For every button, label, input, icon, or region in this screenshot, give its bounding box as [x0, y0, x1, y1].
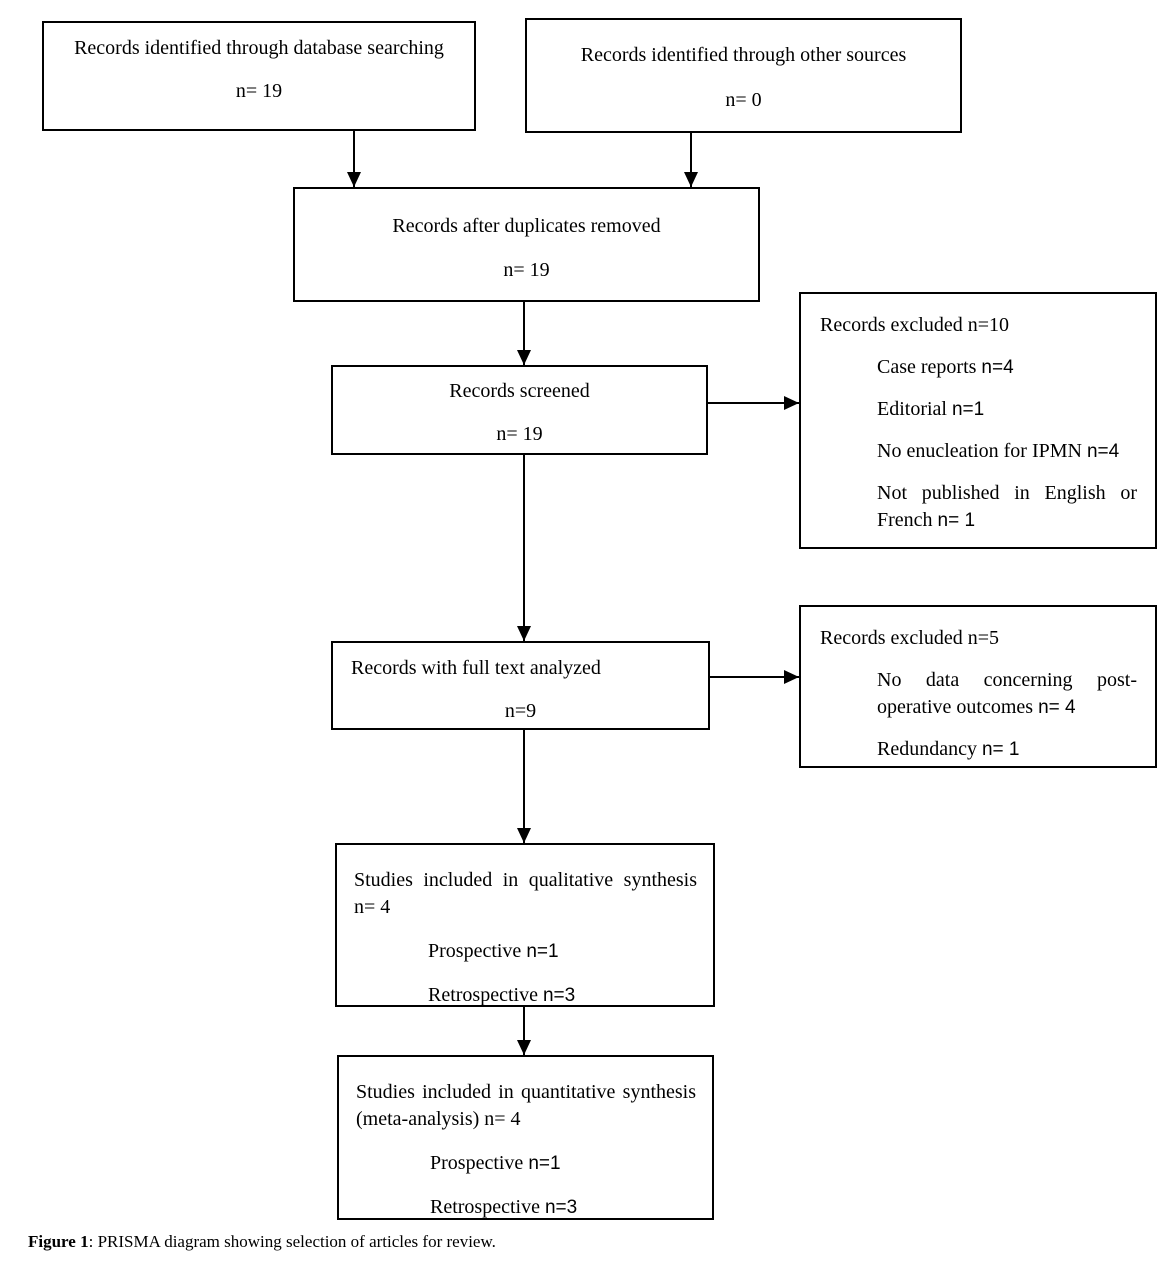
excluded-item: No enucleation for IPMN n=4: [877, 440, 1120, 462]
box-title: Studies included in qualitative synthesi…: [354, 869, 697, 918]
excluded-item: Redundancy n= 1: [877, 738, 1020, 760]
arrow-screened-to-fulltext: [517, 455, 531, 641]
box-count: n=9: [504, 700, 537, 722]
box-title: Records excluded n=10: [820, 314, 1010, 336]
item-count: n=1: [528, 1153, 561, 1174]
box-title: Records identified through other sources: [580, 44, 907, 66]
box-title: Records screened: [449, 380, 590, 402]
item-count: n= 1: [981, 739, 1020, 760]
item-count: n= 1: [937, 510, 976, 531]
study-items: Prospective n=1 Retrospective n=3: [428, 938, 697, 1009]
box-excluded-screening: Records excluded n=10 Case reports n=4 E…: [799, 292, 1157, 549]
box-records-screened: Records screened n= 19: [331, 365, 708, 455]
figure-caption-text: : PRISMA diagram showing selection of ar…: [88, 1232, 496, 1251]
excluded-items: No data concerning post-operative outcom…: [877, 667, 1137, 763]
excluded-item: Editorial n=1: [877, 398, 985, 420]
excluded-item: Case reports n=4: [877, 356, 1014, 378]
arrow-fulltext-to-excluded: [710, 670, 799, 684]
box-records-other-sources: Records identified through other sources…: [525, 18, 962, 133]
item-count: n=1: [526, 941, 559, 962]
excluded-item: Not published in English or French n= 1: [877, 482, 1137, 531]
figure-label: Figure 1: [28, 1232, 89, 1251]
arrow-screened-to-excluded: [708, 396, 799, 410]
box-qualitative-synthesis: Studies included in qualitative synthesi…: [335, 843, 715, 1007]
study-item: Prospective n=1: [428, 940, 559, 962]
box-full-text-analyzed: Records with full text analyzed n=9: [331, 641, 710, 730]
box-after-duplicates: Records after duplicates removed n= 19: [293, 187, 760, 302]
box-count: n= 19: [235, 80, 283, 102]
study-item: Retrospective n=3: [428, 984, 576, 1006]
item-count: n=3: [542, 985, 576, 1006]
figure-caption: Figure 1: PRISMA diagram showing selecti…: [28, 1231, 496, 1253]
arrow-database-to-duplicates: [347, 131, 361, 187]
box-count: n= 4: [484, 1108, 521, 1130]
arrow-qualitative-to-quantitative: [517, 1007, 531, 1055]
box-count: n= 0: [725, 89, 762, 111]
box-count: n= 19: [496, 423, 543, 445]
box-title: Records excluded n=5: [820, 627, 1000, 649]
excluded-item: No data concerning post-operative outcom…: [877, 669, 1137, 718]
box-title: Records with full text analyzed: [351, 657, 601, 679]
box-records-database: Records identified through database sear…: [42, 21, 476, 131]
box-quantitative-synthesis: Studies included in quantitative synthes…: [337, 1055, 714, 1220]
box-count: n= 4: [354, 896, 391, 918]
arrow-fulltext-to-qualitative: [517, 730, 531, 843]
arrow-other-to-duplicates: [684, 133, 698, 187]
box-excluded-fulltext: Records excluded n=5 No data concerning …: [799, 605, 1157, 768]
box-title: Studies included in quantitative synthes…: [356, 1081, 696, 1130]
box-count: n= 19: [503, 259, 550, 281]
item-count: n= 4: [1038, 697, 1076, 718]
box-title: Records after duplicates removed: [392, 215, 661, 237]
study-item: Retrospective n=3: [430, 1196, 578, 1218]
study-item: Prospective n=1: [430, 1152, 561, 1174]
item-count: n=4: [1086, 441, 1120, 462]
item-count: n=3: [544, 1197, 578, 1218]
excluded-items: Case reports n=4 Editorial n=1 No enucle…: [877, 354, 1137, 534]
study-items: Prospective n=1 Retrospective n=3: [430, 1150, 696, 1221]
box-title: Records identified through database sear…: [74, 37, 444, 59]
item-count: n=1: [951, 399, 985, 420]
arrow-duplicates-to-screened: [517, 302, 531, 365]
item-count: n=4: [981, 357, 1014, 378]
